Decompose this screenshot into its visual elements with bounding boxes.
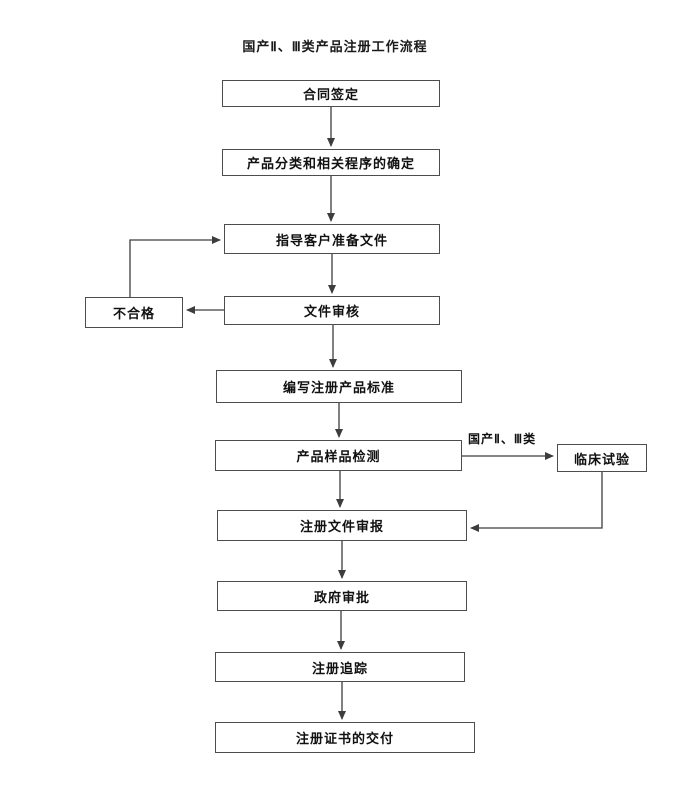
node-label: 编写注册产品标准 bbox=[282, 380, 395, 395]
node-label: 文件审核 bbox=[303, 304, 360, 319]
node-unqualified: 不合格 bbox=[85, 297, 183, 328]
node-product-sample-testing: 产品样品检测 bbox=[215, 440, 462, 471]
node-certificate-delivery: 注册证书的交付 bbox=[215, 722, 475, 753]
node-label: 产品分类和相关程序的确定 bbox=[246, 156, 415, 171]
node-label: 注册文件审报 bbox=[299, 519, 384, 534]
node-label: 指导客户准备文件 bbox=[275, 232, 388, 248]
node-label: 不合格 bbox=[112, 306, 155, 321]
node-label: 产品样品检测 bbox=[296, 449, 381, 464]
node-clinical-trial: 临床试验 bbox=[557, 444, 647, 472]
node-registration-submission: 注册文件审报 bbox=[217, 510, 467, 541]
node-product-classification: 产品分类和相关程序的确定 bbox=[222, 149, 440, 176]
flowchart-title: 国产Ⅱ、Ⅲ类产品注册工作流程 bbox=[242, 39, 428, 54]
node-label: 临床试验 bbox=[573, 451, 630, 467]
node-registration-tracking: 注册追踪 bbox=[215, 652, 465, 682]
node-government-approval: 政府审批 bbox=[217, 581, 467, 611]
node-label: 注册证书的交付 bbox=[295, 731, 394, 746]
node-contract-signing: 合同签定 bbox=[222, 80, 440, 107]
node-guide-customer-docs: 指导客户准备文件 bbox=[224, 224, 440, 254]
connector-unqualified-loop-to-guide bbox=[129, 236, 221, 297]
node-label: 注册追踪 bbox=[311, 660, 368, 676]
node-write-product-standard: 编写注册产品标准 bbox=[216, 370, 462, 403]
node-document-review: 文件审核 bbox=[224, 296, 440, 325]
edge-label-domestic-class: 国产Ⅱ、Ⅲ类 bbox=[468, 432, 537, 446]
node-label: 政府审批 bbox=[313, 589, 370, 605]
connector-clinical-to-submission bbox=[470, 472, 603, 532]
node-label: 合同签定 bbox=[302, 87, 359, 102]
